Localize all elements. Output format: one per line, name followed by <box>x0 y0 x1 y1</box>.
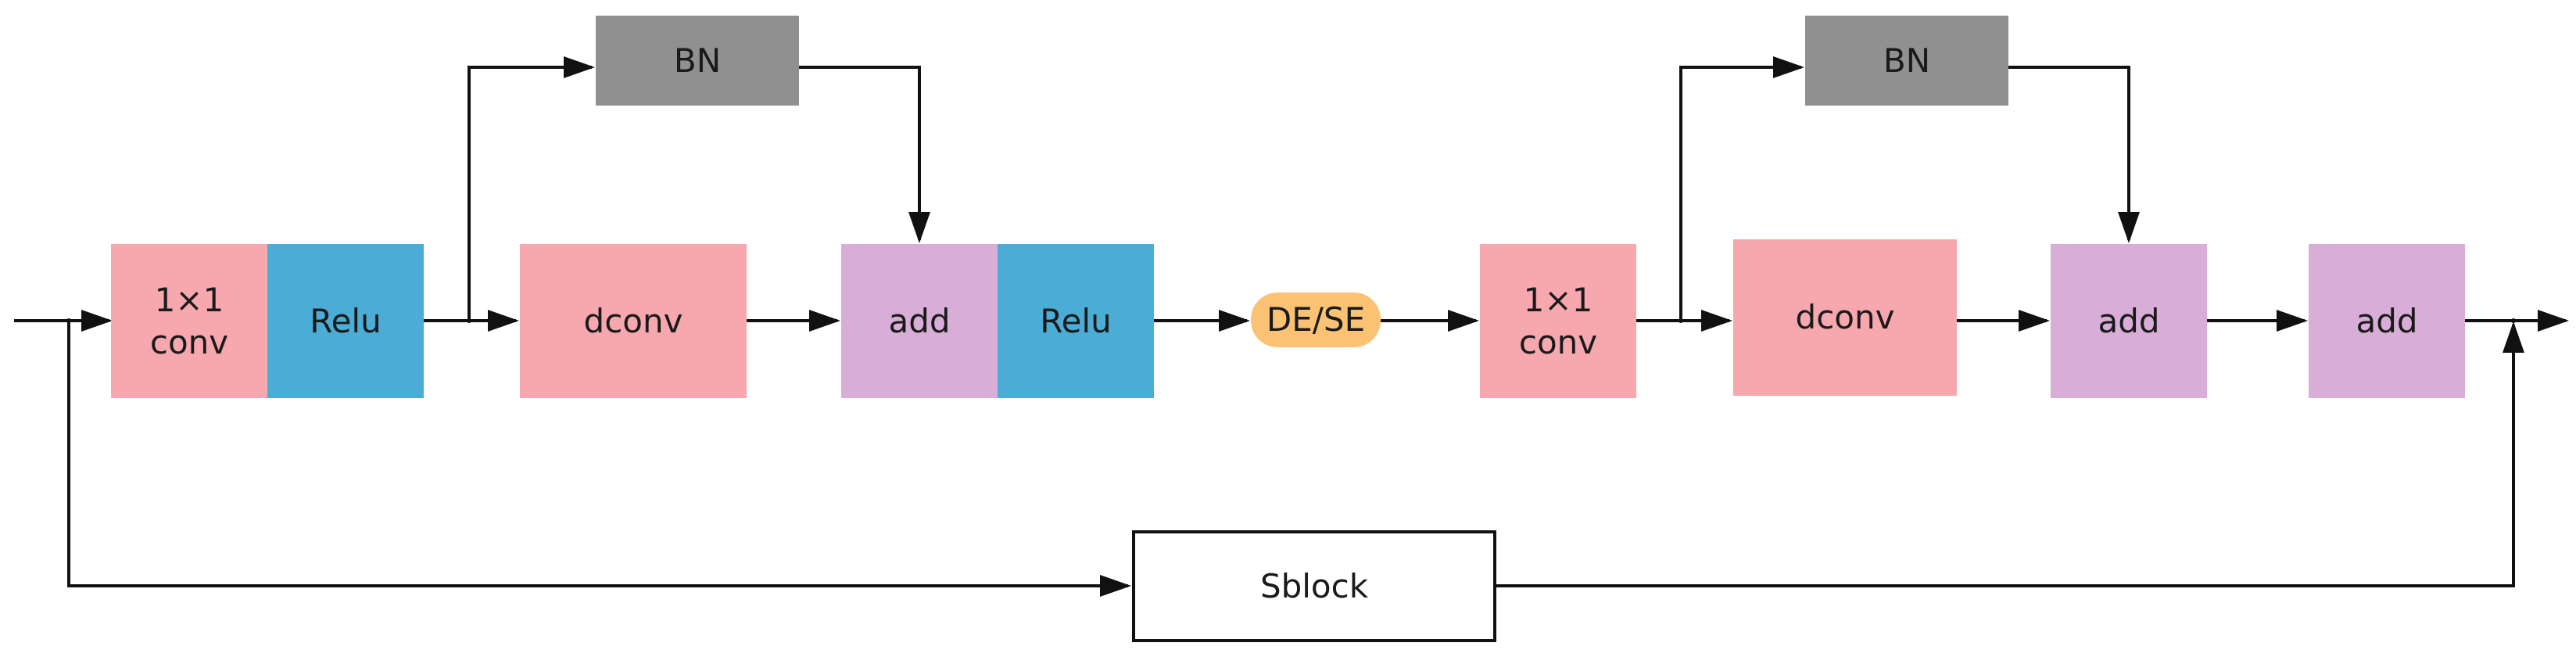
node-label: add <box>888 301 951 340</box>
node-label: BN <box>673 41 722 80</box>
node-conv2: 1×1 conv <box>1480 244 1636 398</box>
junction-dot <box>66 318 71 323</box>
node-relu2: Relu <box>998 244 1154 398</box>
node-label: Relu <box>310 301 382 340</box>
node-label: dconv <box>1795 298 1895 336</box>
node-label: Sblock <box>1259 566 1369 605</box>
node-label: DE/SE <box>1266 300 1366 339</box>
junction-dot <box>1679 318 1683 323</box>
node-add1: add <box>841 244 998 398</box>
node-bn1: BN <box>596 16 799 106</box>
junction-dot <box>2511 318 2516 323</box>
node-dconv1: dconv <box>520 244 747 398</box>
node-bn2: BN <box>1805 16 2008 106</box>
junction-dot <box>467 318 471 323</box>
edge-relu1-to-bn1 <box>468 56 595 321</box>
node-label: add <box>2356 301 2418 340</box>
node-label: add <box>2098 301 2160 340</box>
node-relu1: Relu <box>267 244 424 398</box>
node-label: Relu <box>1040 301 1112 340</box>
node-dconv2: dconv <box>1733 239 1957 396</box>
node-sblock: Sblock <box>1132 530 1496 642</box>
node-conv1: 1×1 conv <box>111 244 267 398</box>
node-label: dconv <box>583 301 683 340</box>
edge-sblock-to-output <box>1496 321 2524 587</box>
node-add3: add <box>2309 244 2465 398</box>
node-label: BN <box>1883 41 1931 80</box>
edge-conv2-to-bn2 <box>1679 56 1804 321</box>
node-add2: add <box>2051 244 2207 398</box>
edge-bn2-to-add2 <box>2008 66 2140 243</box>
edge-bn1-to-add1 <box>799 66 930 243</box>
node-label: 1×1 conv <box>1518 280 1598 361</box>
node-label: 1×1 conv <box>149 280 229 361</box>
edge-input-to-sblock <box>67 321 1131 597</box>
node-dese: DE/SE <box>1251 293 1381 347</box>
